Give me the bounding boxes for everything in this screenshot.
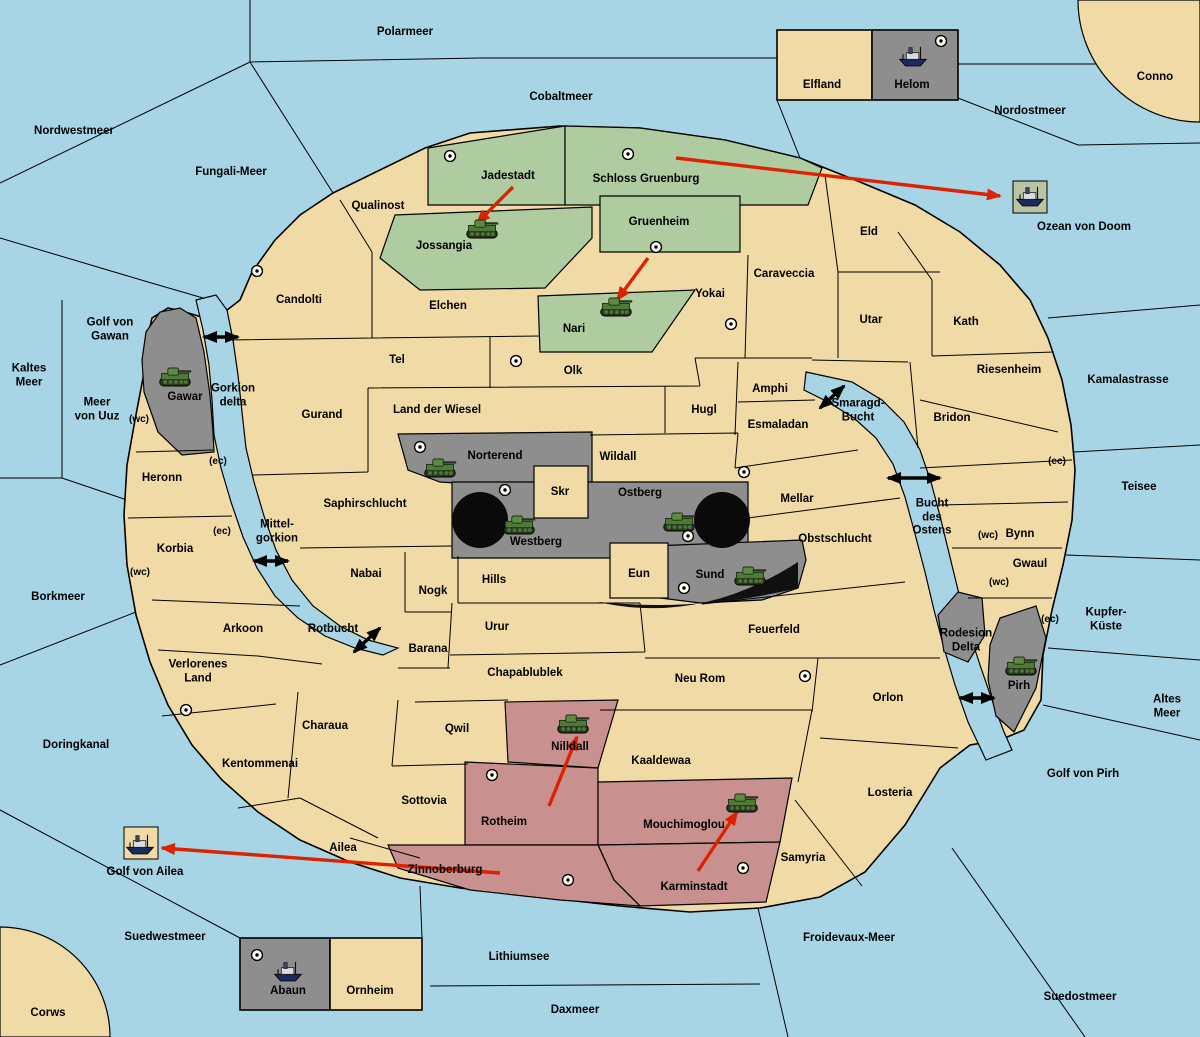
strait-arrow-rotbucht: [352, 626, 382, 654]
territory-shape-rodesion-delta[interactable]: [937, 591, 986, 663]
elfland-box[interactable]: [776, 29, 873, 101]
city-marker-neu-rom: [798, 669, 812, 683]
city-marker-norterend: [413, 440, 427, 454]
city-marker-rotheim: [485, 768, 499, 782]
territory-shape-eun[interactable]: [609, 542, 669, 599]
city-marker-jadestadt: [443, 149, 457, 163]
channel-bucht-des-ostens[interactable]: [803, 371, 1013, 761]
territory-shape-mouchimoglou[interactable]: [597, 777, 793, 846]
territory-shape-jossangia[interactable]: [379, 206, 593, 291]
mountain-cap-west: [452, 492, 508, 548]
city-marker-olk: [509, 354, 523, 368]
territory-shape-conno[interactable]: [1077, 0, 1200, 123]
move-arrow-karminstadt-to-mouchimoglou: [696, 810, 739, 872]
city-marker-karminstadt: [736, 861, 750, 875]
city-marker-abaun: [250, 948, 264, 962]
city-marker-schloss-gruenburg: [621, 147, 635, 161]
city-marker-westberg: [498, 483, 512, 497]
city-marker-verlorenes-land: [179, 703, 193, 717]
city-marker-zinnoberburg: [561, 873, 575, 887]
territory-shape-rotheim[interactable]: [464, 761, 599, 846]
territory-shape-nari[interactable]: [537, 289, 697, 353]
city-marker-yokai: [724, 317, 738, 331]
move-arrow-schloss-gruenburg-to-ozean-von-doom: [675, 156, 1002, 201]
territory-shape-skr[interactable]: [533, 465, 589, 519]
move-arrow-gruenheim-to-nari: [615, 256, 650, 302]
city-marker-gruenheim: [649, 240, 663, 254]
ornheim-box[interactable]: [329, 937, 423, 1011]
city-marker-candolti: [250, 264, 264, 278]
city-marker-mellar: [737, 465, 751, 479]
territory-shape-zinnoberburg[interactable]: [387, 844, 642, 907]
move-arrow-rotheim-to-nilldall: [547, 735, 579, 807]
city-marker-ostberg: [681, 529, 695, 543]
city-marker-sund: [677, 581, 691, 595]
sund-cliff-shape: [598, 562, 798, 609]
territory-shape-corws[interactable]: [0, 926, 111, 1037]
mountain-cap-east: [694, 492, 750, 548]
territory-shape-gruenheim[interactable]: [599, 195, 741, 253]
territory-borders: [127, 174, 1073, 887]
move-arrow-jadestadt-to-jossangia: [475, 185, 515, 225]
city-marker-helom: [934, 34, 948, 48]
strait-arrow-smaragd-bucht: [818, 384, 846, 410]
move-arrow-zinnoberburg-to-golf-von-ailea: [160, 842, 501, 875]
